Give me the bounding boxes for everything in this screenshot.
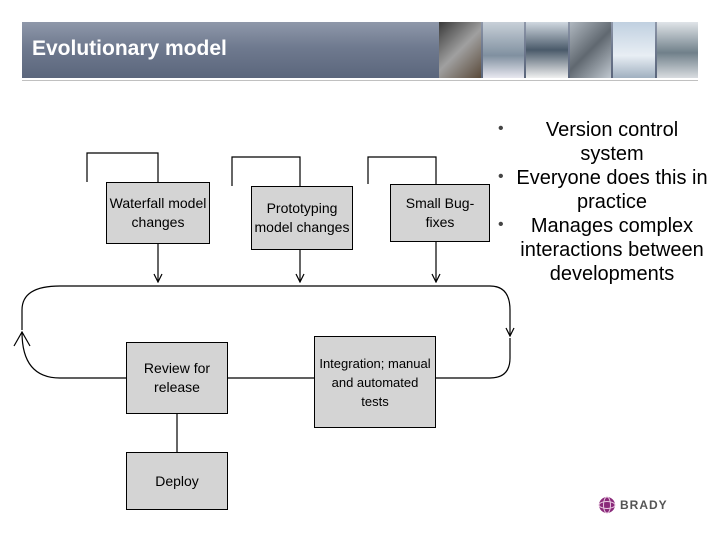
bullet-text: Version control system [545,119,679,165]
connector-line [367,156,437,184]
title-underline [22,80,698,81]
bullet-text: Manages complex interactions between dev… [520,215,704,285]
title-bar: Evolutionary model [22,22,698,78]
loop-line [489,285,510,336]
header-photo [569,22,611,78]
waterfall-changes-box: Waterfall model changes [106,182,210,244]
prototyping-changes-box: Prototyping model changes [251,186,353,250]
bullet-icon: • [498,168,504,185]
loop-arrow [13,330,31,347]
bullet-icon: • [498,216,504,233]
header-photo [526,22,568,78]
header-photo [482,22,524,78]
bullet-item: • Manages complex interactions between d… [498,214,708,286]
deploy-box: Deploy [126,452,228,510]
header-photo [656,22,698,78]
integration-box: Integration; manual and automated tests [314,336,436,428]
globe-icon [598,496,616,514]
bullet-list: • Version control system • Everyone does… [498,118,708,286]
header-photo [439,22,481,78]
header-photo [613,22,655,78]
bullet-item: • Version control system [498,118,708,166]
connector-line [86,152,159,182]
review-box: Review for release [126,342,228,414]
bullet-icon: • [498,120,504,137]
header-photo-strip [437,22,698,78]
loop-line [21,285,61,330]
bugfixes-box: Small Bug-fixes [390,184,490,242]
slide-title: Evolutionary model [32,37,227,60]
brady-logo: BRADY [598,496,668,514]
bullet-item: • Everyone does this in practice [498,166,708,214]
logo-text: BRADY [620,498,668,512]
bullet-text: Everyone does this in practice [516,167,708,213]
loop-line [21,331,511,379]
connector-line [231,156,301,186]
